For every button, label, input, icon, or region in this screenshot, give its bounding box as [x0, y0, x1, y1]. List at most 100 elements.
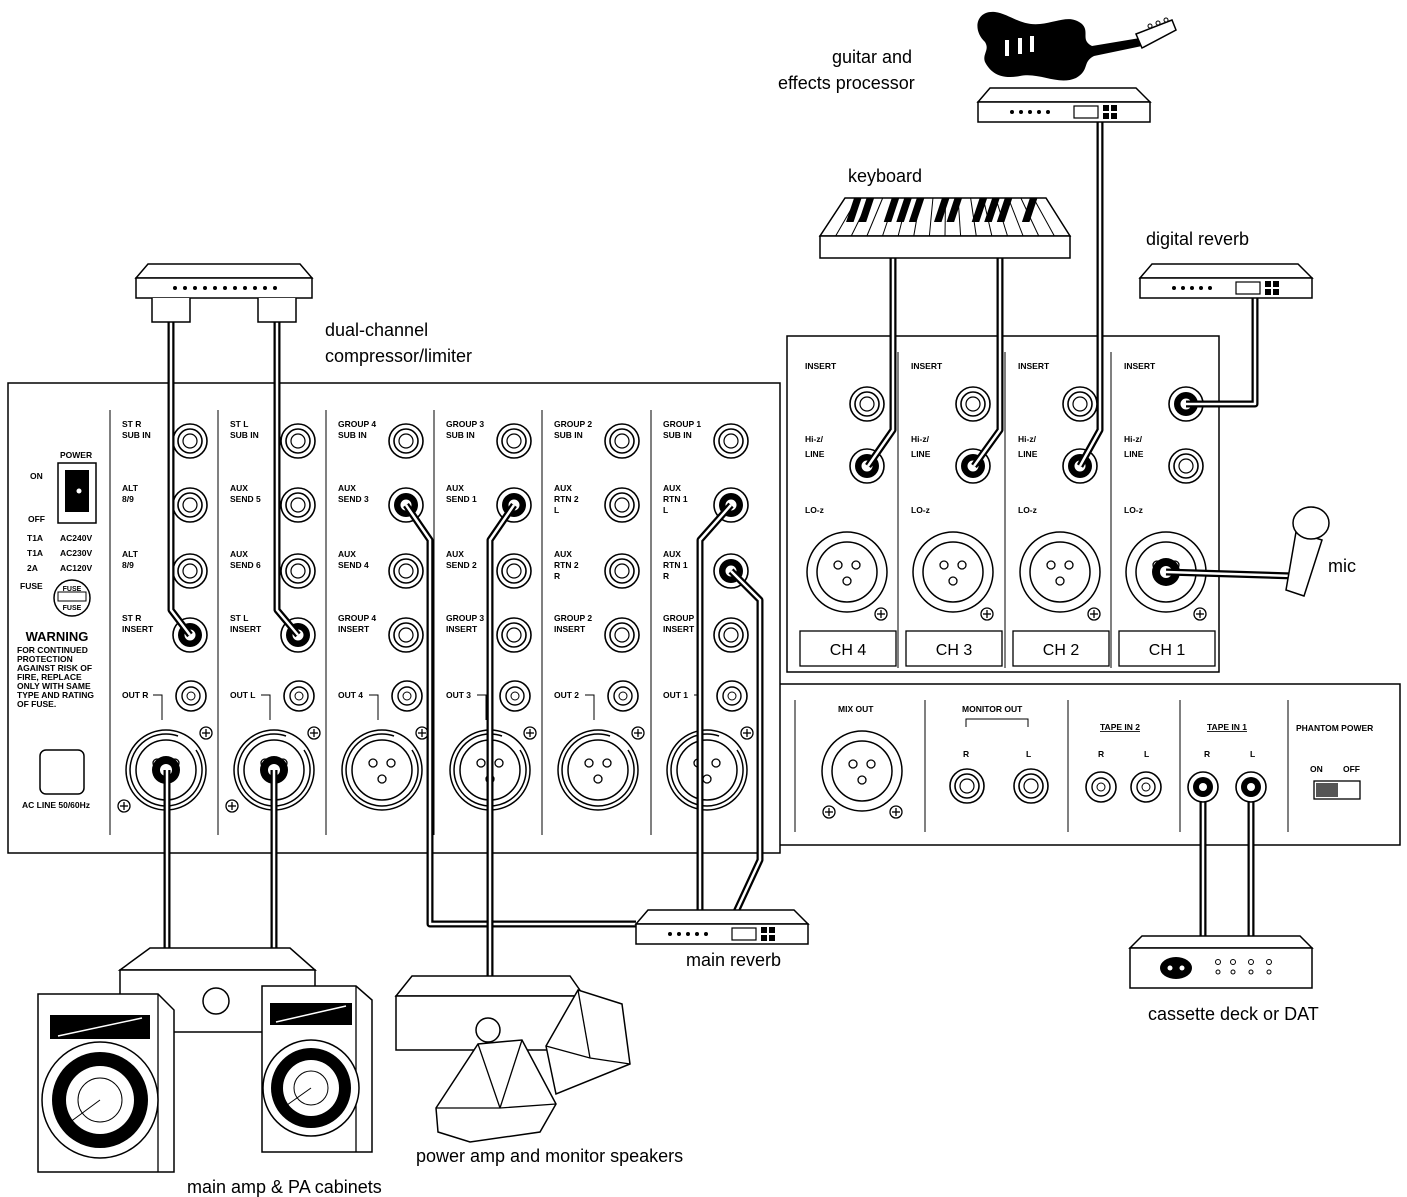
jack-label: SUB IN: [554, 430, 583, 440]
jack-label: 8/9: [122, 560, 134, 570]
jack-socket[interactable]: [497, 618, 531, 652]
jack-label: SUB IN: [663, 430, 692, 440]
out-label: OUT 1: [663, 690, 688, 700]
monitor-out-l-jack[interactable]: [1014, 769, 1048, 803]
jack-label: SEND 4: [338, 560, 369, 570]
jack-socket[interactable]: [173, 488, 207, 522]
jack-socket[interactable]: [173, 424, 207, 458]
jack-label: GROUP 4: [338, 613, 376, 623]
tape-in-2-r-jack[interactable]: [1086, 772, 1116, 802]
insert-label: INSERT: [1018, 361, 1050, 371]
phantom-on-label: ON: [1310, 764, 1323, 774]
jack-socket[interactable]: [281, 488, 315, 522]
jack-label: GROUP 1: [663, 613, 701, 623]
jack-socket[interactable]: [281, 554, 315, 588]
xlr-output-jack[interactable]: [558, 730, 638, 810]
jack-label: RTN 1: [663, 494, 688, 504]
mix-out-jack[interactable]: [822, 731, 902, 811]
out-rca-jack[interactable]: [500, 681, 530, 711]
jack-label: AUX: [554, 549, 572, 559]
out-rca-jack[interactable]: [176, 681, 206, 711]
screw-icon: [741, 727, 753, 739]
screw-icon: [875, 608, 887, 620]
compressor-label-1: dual-channel: [325, 320, 428, 340]
jack-socket[interactable]: [389, 554, 423, 588]
xlr-output-jack[interactable]: [667, 730, 747, 810]
xlr-input-jack[interactable]: [807, 532, 887, 612]
jack-socket[interactable]: [497, 554, 531, 588]
fuse-row-3-a: 2A: [27, 563, 38, 573]
jack-label: AUX: [554, 483, 572, 493]
jack-label: AUX: [446, 483, 464, 493]
monitor-out-r-jack[interactable]: [950, 769, 984, 803]
out-label: OUT L: [230, 690, 256, 700]
jack-label: GROUP 4: [338, 419, 376, 429]
jack-socket[interactable]: [605, 618, 639, 652]
insert-label: INSERT: [805, 361, 837, 371]
warning-line: OF FUSE.: [17, 699, 56, 709]
tape-in-1-l-jack[interactable]: [1236, 772, 1266, 802]
out-rca-jack[interactable]: [392, 681, 422, 711]
jack-label: GROUP 2: [554, 419, 592, 429]
jack-socket[interactable]: [497, 424, 531, 458]
xlr-input-jack[interactable]: [1020, 532, 1100, 612]
jack-socket[interactable]: [605, 554, 639, 588]
monitor-r-label: R: [963, 749, 969, 759]
fuse-cap-label-2: FUSE: [63, 605, 82, 612]
insert-jack[interactable]: [1063, 387, 1097, 421]
xlr-output-jack[interactable]: [342, 730, 422, 810]
power-on-label: ON: [30, 471, 43, 481]
jack-label: INSERT: [338, 624, 370, 634]
jack-socket[interactable]: [389, 424, 423, 458]
jack-label: AUX: [663, 549, 681, 559]
out-rca-jack[interactable]: [717, 681, 747, 711]
warning-title: WARNING: [26, 629, 89, 644]
jack-socket[interactable]: [173, 554, 207, 588]
insert-jack[interactable]: [850, 387, 884, 421]
cassette-label: cassette deck or DAT: [1148, 1004, 1319, 1024]
jack-label: AUX: [446, 549, 464, 559]
tape-in-2-l-jack[interactable]: [1131, 772, 1161, 802]
jack-label: RTN 2: [554, 560, 579, 570]
out-rca-jack[interactable]: [608, 681, 638, 711]
jack-socket[interactable]: [714, 618, 748, 652]
insert-jack[interactable]: [956, 387, 990, 421]
tape-in-1-r-jack[interactable]: [1188, 772, 1218, 802]
main-reverb-label: main reverb: [686, 950, 781, 970]
jack-label: SUB IN: [230, 430, 259, 440]
jack-label: GROUP 1: [663, 419, 701, 429]
channel-name: CH 3: [936, 642, 973, 659]
jack-label: ST R: [122, 419, 141, 429]
power-label: POWER: [60, 450, 92, 460]
jack-label: L: [663, 505, 668, 515]
mix-out-label: MIX OUT: [838, 704, 874, 714]
jack-socket[interactable]: [714, 424, 748, 458]
jack-socket[interactable]: [605, 424, 639, 458]
channel-name: CH 1: [1149, 642, 1186, 659]
out-label: OUT 2: [554, 690, 579, 700]
monitor-l-label: L: [1026, 749, 1031, 759]
pa-cabinet-right: [262, 986, 372, 1152]
jack-label: ALT: [122, 549, 139, 559]
guitar-label-2: effects processor: [778, 73, 915, 93]
tape2-r-label: R: [1098, 749, 1104, 759]
jack-label: ALT: [122, 483, 139, 493]
tape-in-2-label: TAPE IN 2: [1100, 722, 1140, 732]
ac-inlet[interactable]: [40, 750, 84, 794]
hiz-line-jack[interactable]: [1169, 449, 1203, 483]
hiz-label: Hi-z/: [805, 434, 824, 444]
jack-socket[interactable]: [605, 488, 639, 522]
jack-label: 8/9: [122, 494, 134, 504]
jack-socket[interactable]: [389, 618, 423, 652]
jack-label: SEND 3: [338, 494, 369, 504]
out-rca-jack[interactable]: [284, 681, 314, 711]
xlr-input-jack[interactable]: [913, 532, 993, 612]
main-amp-label: main amp & PA cabinets: [187, 1177, 382, 1197]
jack-label: AUX: [338, 549, 356, 559]
jack-socket[interactable]: [281, 424, 315, 458]
jack-label: SUB IN: [338, 430, 367, 440]
jack-label: GROUP 3: [446, 419, 484, 429]
line-label: LINE: [1124, 449, 1144, 459]
screw-icon: [632, 727, 644, 739]
jack-label: INSERT: [446, 624, 478, 634]
